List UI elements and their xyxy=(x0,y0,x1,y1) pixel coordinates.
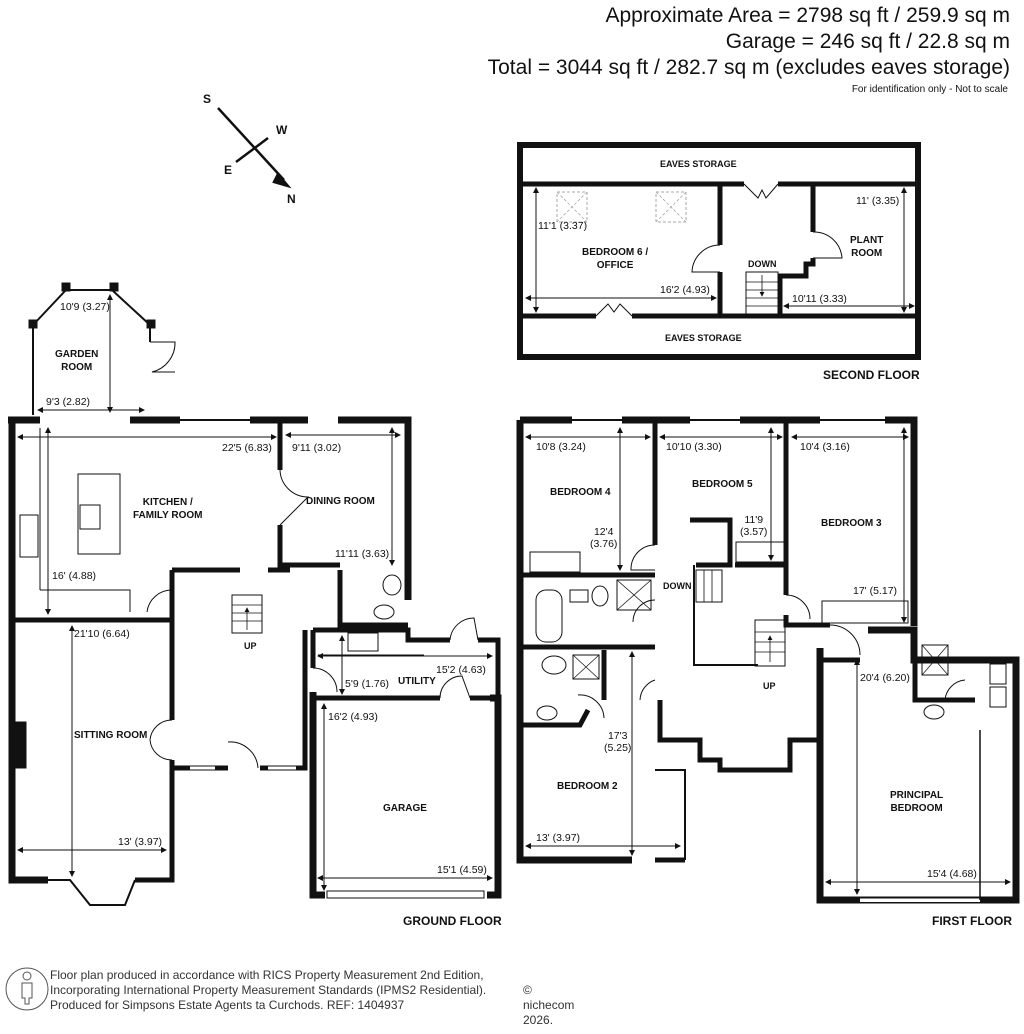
room-label-plant-room: PLANT ROOM xyxy=(850,235,884,259)
second-floor-title: SECOND FLOOR xyxy=(823,368,920,382)
dim-garage-height: 16'2 (4.93) xyxy=(328,711,378,723)
stairs-down-label: DOWN xyxy=(748,259,777,269)
dim-plant-height: 11' (3.35) xyxy=(856,195,900,207)
footer-line-3: Produced for Simpsons Estate Agents ta C… xyxy=(50,998,405,1012)
first-floor-plan xyxy=(516,416,1020,904)
room-label-dining-room: DINING ROOM xyxy=(306,496,375,507)
room-label-eaves-top: EAVES STORAGE xyxy=(660,159,737,169)
room-label-sitting-room: SITTING ROOM xyxy=(74,730,148,741)
room-label-garden-room: GARDEN ROOM xyxy=(55,349,99,373)
dim-bedroom4-height: 12'4 (3.76) xyxy=(590,526,618,550)
dim-dining-width: 9'11 (3.02) xyxy=(292,442,342,454)
room-label-garage: GARAGE xyxy=(383,803,427,814)
dim-bedroom6-height: 11'1 (3.37) xyxy=(538,220,588,232)
footer-line-1: Floor plan produced in accordance with R… xyxy=(50,968,484,982)
footer-text: Floor plan produced in accordance with R… xyxy=(50,968,574,1027)
person-info-icon xyxy=(5,967,49,1011)
room-label-bedroom2: BEDROOM 2 xyxy=(557,781,618,792)
room-label-bedroom6: BEDROOM 6 / OFFICE xyxy=(582,247,649,271)
dim-bedroom3-width: 10'4 (3.16) xyxy=(800,441,850,453)
stairs-up-label: UP xyxy=(244,641,257,651)
dim-dining-height: 11'11 (3.63) xyxy=(335,548,390,560)
compass-arrow-icon xyxy=(217,107,292,189)
dim-sitting-width: 13' (3.97) xyxy=(118,836,163,848)
dim-garden-height: 10'9 (3.27) xyxy=(60,301,110,313)
first-floor-title: FIRST FLOOR xyxy=(932,914,1012,928)
dim-garage-width: 15'1 (4.59) xyxy=(437,864,487,876)
dim-principal-width: 15'4 (4.68) xyxy=(927,868,977,880)
room-label-kitchen: KITCHEN / FAMILY ROOM xyxy=(133,497,203,521)
dim-bedroom6-width: 16'2 (4.93) xyxy=(660,284,710,296)
room-label-principal-bedroom: PRINCIPAL BEDROOM xyxy=(890,790,944,814)
dim-bedroom5-width: 10'10 (3.30) xyxy=(666,441,722,453)
dim-bedroom2-width: 13' (3.97) xyxy=(536,832,581,844)
ground-floor-title: GROUND FLOOR xyxy=(403,914,502,928)
room-label-utility: UTILITY xyxy=(398,676,436,687)
room-label-bedroom5: BEDROOM 5 xyxy=(692,479,753,490)
dim-sitting-height: 21'10 (6.64) xyxy=(74,628,130,640)
compass-north-label: N xyxy=(287,192,296,206)
dim-bedroom5-height: 11'9 (3.57) xyxy=(740,514,768,538)
room-label-bedroom3: BEDROOM 3 xyxy=(821,518,882,529)
footer-line-2: Incorporating International Property Mea… xyxy=(50,983,487,997)
copyright-text: © nichecom 2026. xyxy=(523,983,575,1027)
dim-plant-width: 10'11 (3.33) xyxy=(792,293,847,305)
room-label-bedroom4: BEDROOM 4 xyxy=(550,487,611,498)
stairs-up-label-first: UP xyxy=(763,681,776,691)
dim-utility-height: 5'9 (1.76) xyxy=(345,678,390,690)
compass-west-label: W xyxy=(276,123,288,137)
dim-principal-height: 20'4 (6.20) xyxy=(860,672,910,684)
second-floor-plan xyxy=(517,142,921,360)
compass-east-label: E xyxy=(224,163,233,177)
stairs-down-label-first: DOWN xyxy=(663,581,692,591)
garage-area-text: Garage = 246 sq ft / 22.8 sq m xyxy=(725,30,1010,53)
ground-floor-plan xyxy=(8,282,502,906)
dim-garden-width: 9'3 (2.82) xyxy=(46,396,91,408)
dim-bedroom4-width: 10'8 (3.24) xyxy=(536,441,586,453)
compass-south-label: S xyxy=(203,92,212,106)
total-area-text: Total = 3044 sq ft / 282.7 sq m (exclude… xyxy=(487,56,1010,79)
dim-bedroom3-height: 17' (5.17) xyxy=(853,585,898,597)
room-label-eaves-bottom: EAVES STORAGE xyxy=(665,333,742,343)
dim-kitchen-height: 16' (4.88) xyxy=(52,570,97,582)
dim-kitchen-width: 22'5 (6.83) xyxy=(222,442,272,454)
dim-bedroom2-height: 17'3 (5.25) xyxy=(604,730,632,754)
scale-note: For identification only - Not to scale xyxy=(851,84,1008,95)
approx-area-text: Approximate Area = 2798 sq ft / 259.9 sq… xyxy=(605,4,1011,27)
dim-utility-width: 15'2 (4.63) xyxy=(436,664,486,676)
